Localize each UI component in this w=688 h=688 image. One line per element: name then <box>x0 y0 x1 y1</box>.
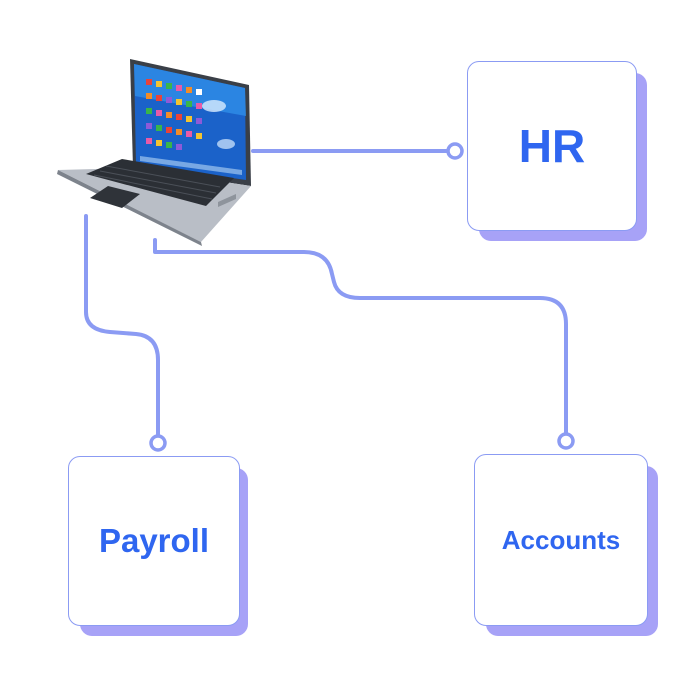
connector-hr-endpoint <box>446 142 464 160</box>
hr-node[interactable]: HR <box>467 61 649 241</box>
connector-accounts <box>153 238 568 436</box>
payroll-label: Payroll <box>98 522 210 559</box>
accounts-card[interactable]: Accounts <box>474 454 648 626</box>
payroll-card[interactable]: Payroll <box>68 456 240 626</box>
accounts-label: Accounts <box>501 524 621 555</box>
laptop-icon <box>56 56 256 246</box>
accounts-node[interactable]: Accounts <box>474 454 658 636</box>
connector-payroll <box>84 214 160 438</box>
connector-accounts-endpoint <box>557 432 575 450</box>
hr-label: HR <box>518 120 586 172</box>
payroll-node[interactable]: Payroll <box>68 456 250 636</box>
hr-card[interactable]: HR <box>467 61 637 231</box>
connector-payroll-endpoint <box>149 434 167 452</box>
